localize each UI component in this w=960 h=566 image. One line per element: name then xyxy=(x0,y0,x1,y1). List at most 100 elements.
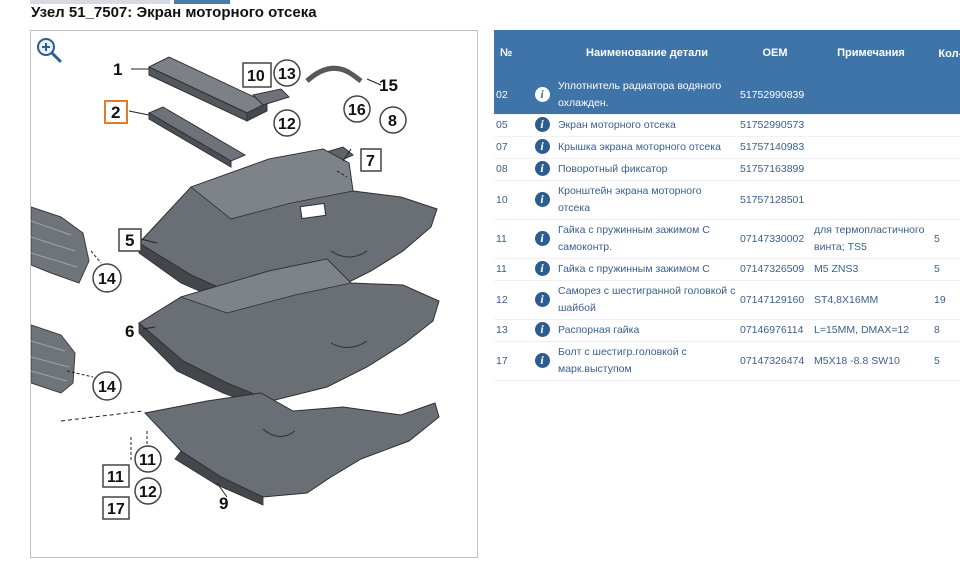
callout-9: 9 xyxy=(219,494,228,513)
callout-2-box xyxy=(104,100,128,124)
table-row[interactable]: 13 i Распорная гайка 07146976114 L=15MM,… xyxy=(494,320,960,342)
callout-17: 17 xyxy=(107,501,125,518)
callout-14b: 14 xyxy=(98,379,116,396)
info-icon[interactable]: i xyxy=(534,291,550,307)
table-row[interactable]: 08 i Поворотный фиксатор 51757163899 xyxy=(494,159,960,181)
row-note xyxy=(812,159,930,181)
table-row[interactable]: 07 i Крышка экрана моторного отсека 5175… xyxy=(494,137,960,159)
callout-7: 7 xyxy=(366,153,375,170)
callout-13-circle xyxy=(273,59,301,87)
row-part-name: Болт с шестигр.головкой с марк.выступом xyxy=(558,346,687,375)
row-number: 10 xyxy=(496,193,508,206)
callout-13: 13 xyxy=(278,66,296,83)
row-part-name: Распорная гайка xyxy=(558,324,640,336)
callout-5: 5 xyxy=(125,231,134,250)
parts-diagram: 1 2 5 6 9 14 14 15 16 10 13 12 8 7 11 11… xyxy=(30,30,478,558)
callout-16: 16 xyxy=(348,102,366,119)
row-part-name: Кронштейн экрана моторного отсека xyxy=(558,185,702,214)
shield-9 xyxy=(144,392,440,506)
info-icon[interactable]: i xyxy=(534,191,550,207)
callout-10: 10 xyxy=(247,68,265,85)
row-note xyxy=(812,181,930,220)
part-10-bracket xyxy=(251,88,290,106)
callout-8: 8 xyxy=(388,113,397,130)
callout-17-box xyxy=(102,496,130,520)
part-1-rail xyxy=(147,56,269,122)
header-no: № xyxy=(494,30,528,76)
diagram-drawing: 1 2 5 6 9 14 14 15 16 10 13 12 8 7 11 11… xyxy=(31,56,440,520)
callout-16-circle xyxy=(343,95,371,123)
row-oem: 51757163899 xyxy=(740,163,805,175)
row-number: 02 xyxy=(494,76,528,115)
info-icon[interactable]: i xyxy=(534,139,550,154)
callout-11-circle xyxy=(134,445,162,473)
header-info xyxy=(528,30,556,76)
row-qty xyxy=(930,181,960,220)
info-icon[interactable]: i xyxy=(534,86,550,102)
shield-6 xyxy=(138,258,440,412)
row-number: 13 xyxy=(496,324,508,336)
parts-table-container: № Наименование детали OEM Примечания Кол… xyxy=(494,30,960,381)
callout-6: 6 xyxy=(125,322,134,341)
row-oem: 51757128501 xyxy=(740,193,805,206)
left-partial-shield-lower xyxy=(31,324,76,394)
row-qty: 8 xyxy=(934,324,940,336)
callout-7-box xyxy=(360,148,382,172)
zoom-in-icon[interactable] xyxy=(35,36,63,64)
row-number: 11 xyxy=(496,232,507,245)
row-number: 12 xyxy=(496,293,508,306)
row-note: для термопластичного винта; TS5 xyxy=(814,224,925,253)
info-icon[interactable]: i xyxy=(534,352,550,368)
row-note xyxy=(812,76,930,115)
table-row[interactable]: 11 i Гайка с пружинным зажимом С 0714732… xyxy=(494,259,960,281)
left-partial-shield-upper xyxy=(31,206,90,284)
info-icon[interactable]: i xyxy=(534,230,550,246)
row-part-name: Уплотнитель радиатора водяного охлажден. xyxy=(556,76,738,115)
header-qty: Кол-во xyxy=(930,30,960,76)
row-note: ST4,8X16MM xyxy=(814,293,879,306)
callout-11-circle-label: 11 xyxy=(139,452,156,469)
row-note: M5X18 -8.8 SW10 xyxy=(814,354,900,367)
header-name: Наименование детали xyxy=(556,30,738,76)
callout-14-circle-b xyxy=(92,371,122,401)
row-oem: 51752990573 xyxy=(740,119,805,131)
row-oem: 07147129160 xyxy=(740,293,805,306)
row-part-name: Экран моторного отсека xyxy=(558,119,676,131)
row-oem: 07147330002 xyxy=(740,232,805,245)
row-oem: 51752990839 xyxy=(738,76,812,115)
part-15-bracket xyxy=(305,65,363,83)
callout-12-top: 12 xyxy=(278,116,296,133)
top-active-tab-stub[interactable] xyxy=(174,0,230,4)
row-part-name: Поворотный фиксатор xyxy=(558,163,668,175)
parts-table: № Наименование детали OEM Примечания Кол… xyxy=(494,30,960,381)
row-qty xyxy=(930,115,960,137)
table-row[interactable]: 12 i Саморез с шестигранной головкой с ш… xyxy=(494,281,960,320)
callout-14a: 14 xyxy=(98,271,116,288)
info-icon[interactable]: i xyxy=(534,117,550,132)
row-qty: 5 xyxy=(934,232,940,245)
row-oem: 07147326509 xyxy=(740,263,805,275)
row-note xyxy=(812,137,930,159)
table-row[interactable]: 10 i Кронштейн экрана моторного отсека 5… xyxy=(494,181,960,220)
row-part-name: Саморез с шестигранной головкой с шайбой xyxy=(558,285,736,314)
table-row[interactable]: 17 i Болт с шестигр.головкой с марк.выст… xyxy=(494,342,960,381)
callout-12-circle-bottom xyxy=(134,477,162,505)
part-2-seal xyxy=(147,106,247,168)
info-icon[interactable]: i xyxy=(534,161,550,176)
top-scroll-stub xyxy=(30,0,170,4)
callout-15: 15 xyxy=(379,76,398,95)
row-part-name: Гайка с пружинным зажимом С самоконтр. xyxy=(558,224,710,253)
row-number: 05 xyxy=(496,119,508,131)
row-qty xyxy=(930,76,960,115)
info-icon[interactable]: i xyxy=(534,261,550,276)
table-row[interactable]: 11 i Гайка с пружинным зажимом С самокон… xyxy=(494,220,960,259)
callout-14-circle-a xyxy=(92,263,122,293)
row-number: 08 xyxy=(496,163,508,175)
table-row[interactable]: 02 i Уплотнитель радиатора водяного охла… xyxy=(494,76,960,115)
table-row[interactable]: 05 i Экран моторного отсека 51752990573 xyxy=(494,115,960,137)
info-icon[interactable]: i xyxy=(534,322,550,337)
row-note: L=15MM, DMAX=12 xyxy=(814,324,910,336)
row-oem: 07146976114 xyxy=(740,324,804,336)
row-qty: 5 xyxy=(934,354,940,367)
row-qty: 5 xyxy=(934,263,940,275)
